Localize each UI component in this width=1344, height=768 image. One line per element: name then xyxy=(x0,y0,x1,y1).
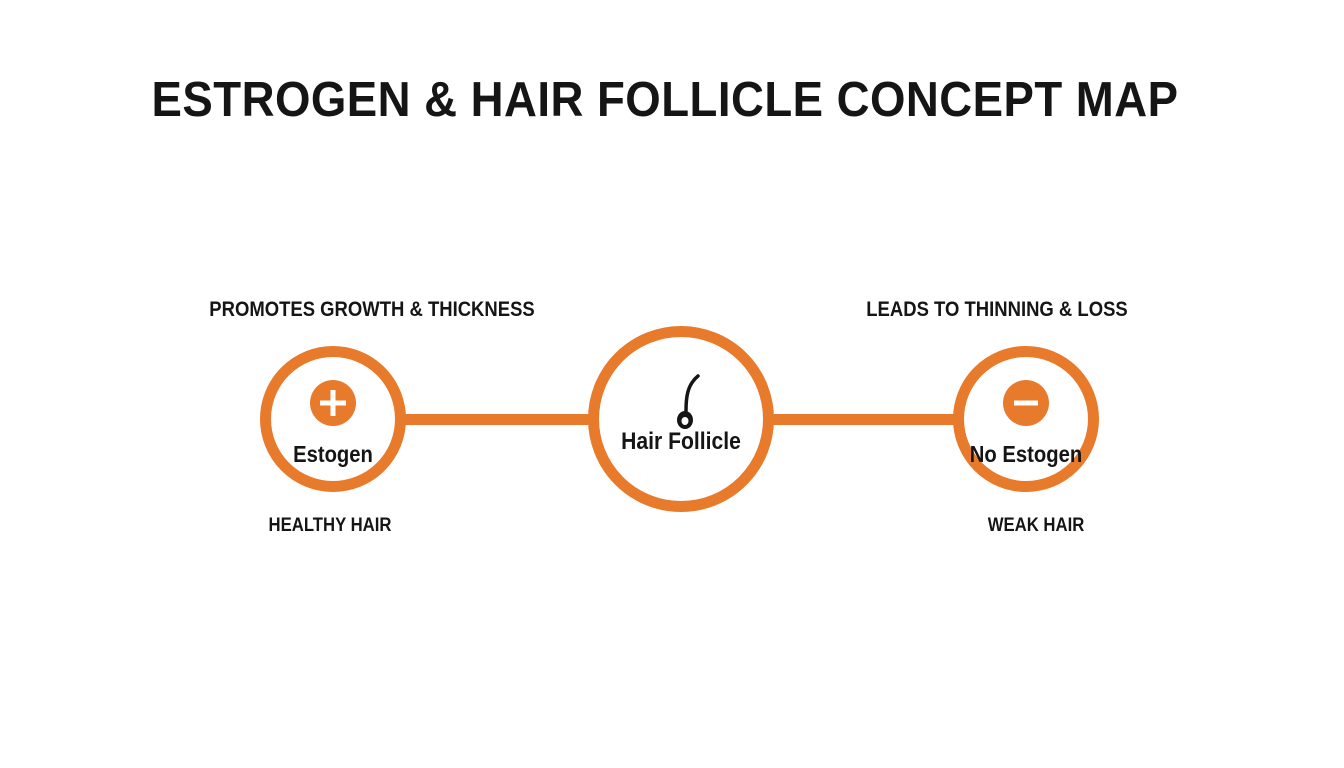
hair-follicle-label: Hair Follicle xyxy=(621,428,741,455)
left-connector xyxy=(395,414,600,425)
right-bottom-label: WEAK HAIR xyxy=(987,515,1085,536)
page-title: ESTROGEN & HAIR FOLLICLE CONCEPT MAP xyxy=(151,73,1179,127)
no-estrogen-label: No Estogen xyxy=(969,441,1083,467)
plus-icon xyxy=(310,380,356,426)
right-connector xyxy=(765,414,965,425)
estrogen-label: Estogen xyxy=(293,441,373,467)
estrogen-node: Estogen xyxy=(260,346,406,492)
no-estrogen-node: No Estogen xyxy=(953,346,1099,492)
right-top-label: LEADS TO THINNING & LOSS xyxy=(866,298,1128,321)
hair-follicle-icon xyxy=(677,374,700,429)
left-top-label: PROMOTES GROWTH & THICKNESS xyxy=(209,298,535,321)
left-bottom-label: HEALTHY HAIR xyxy=(268,515,392,536)
hair-follicle-node: Hair Follicle xyxy=(588,326,774,512)
minus-icon xyxy=(1003,380,1049,426)
